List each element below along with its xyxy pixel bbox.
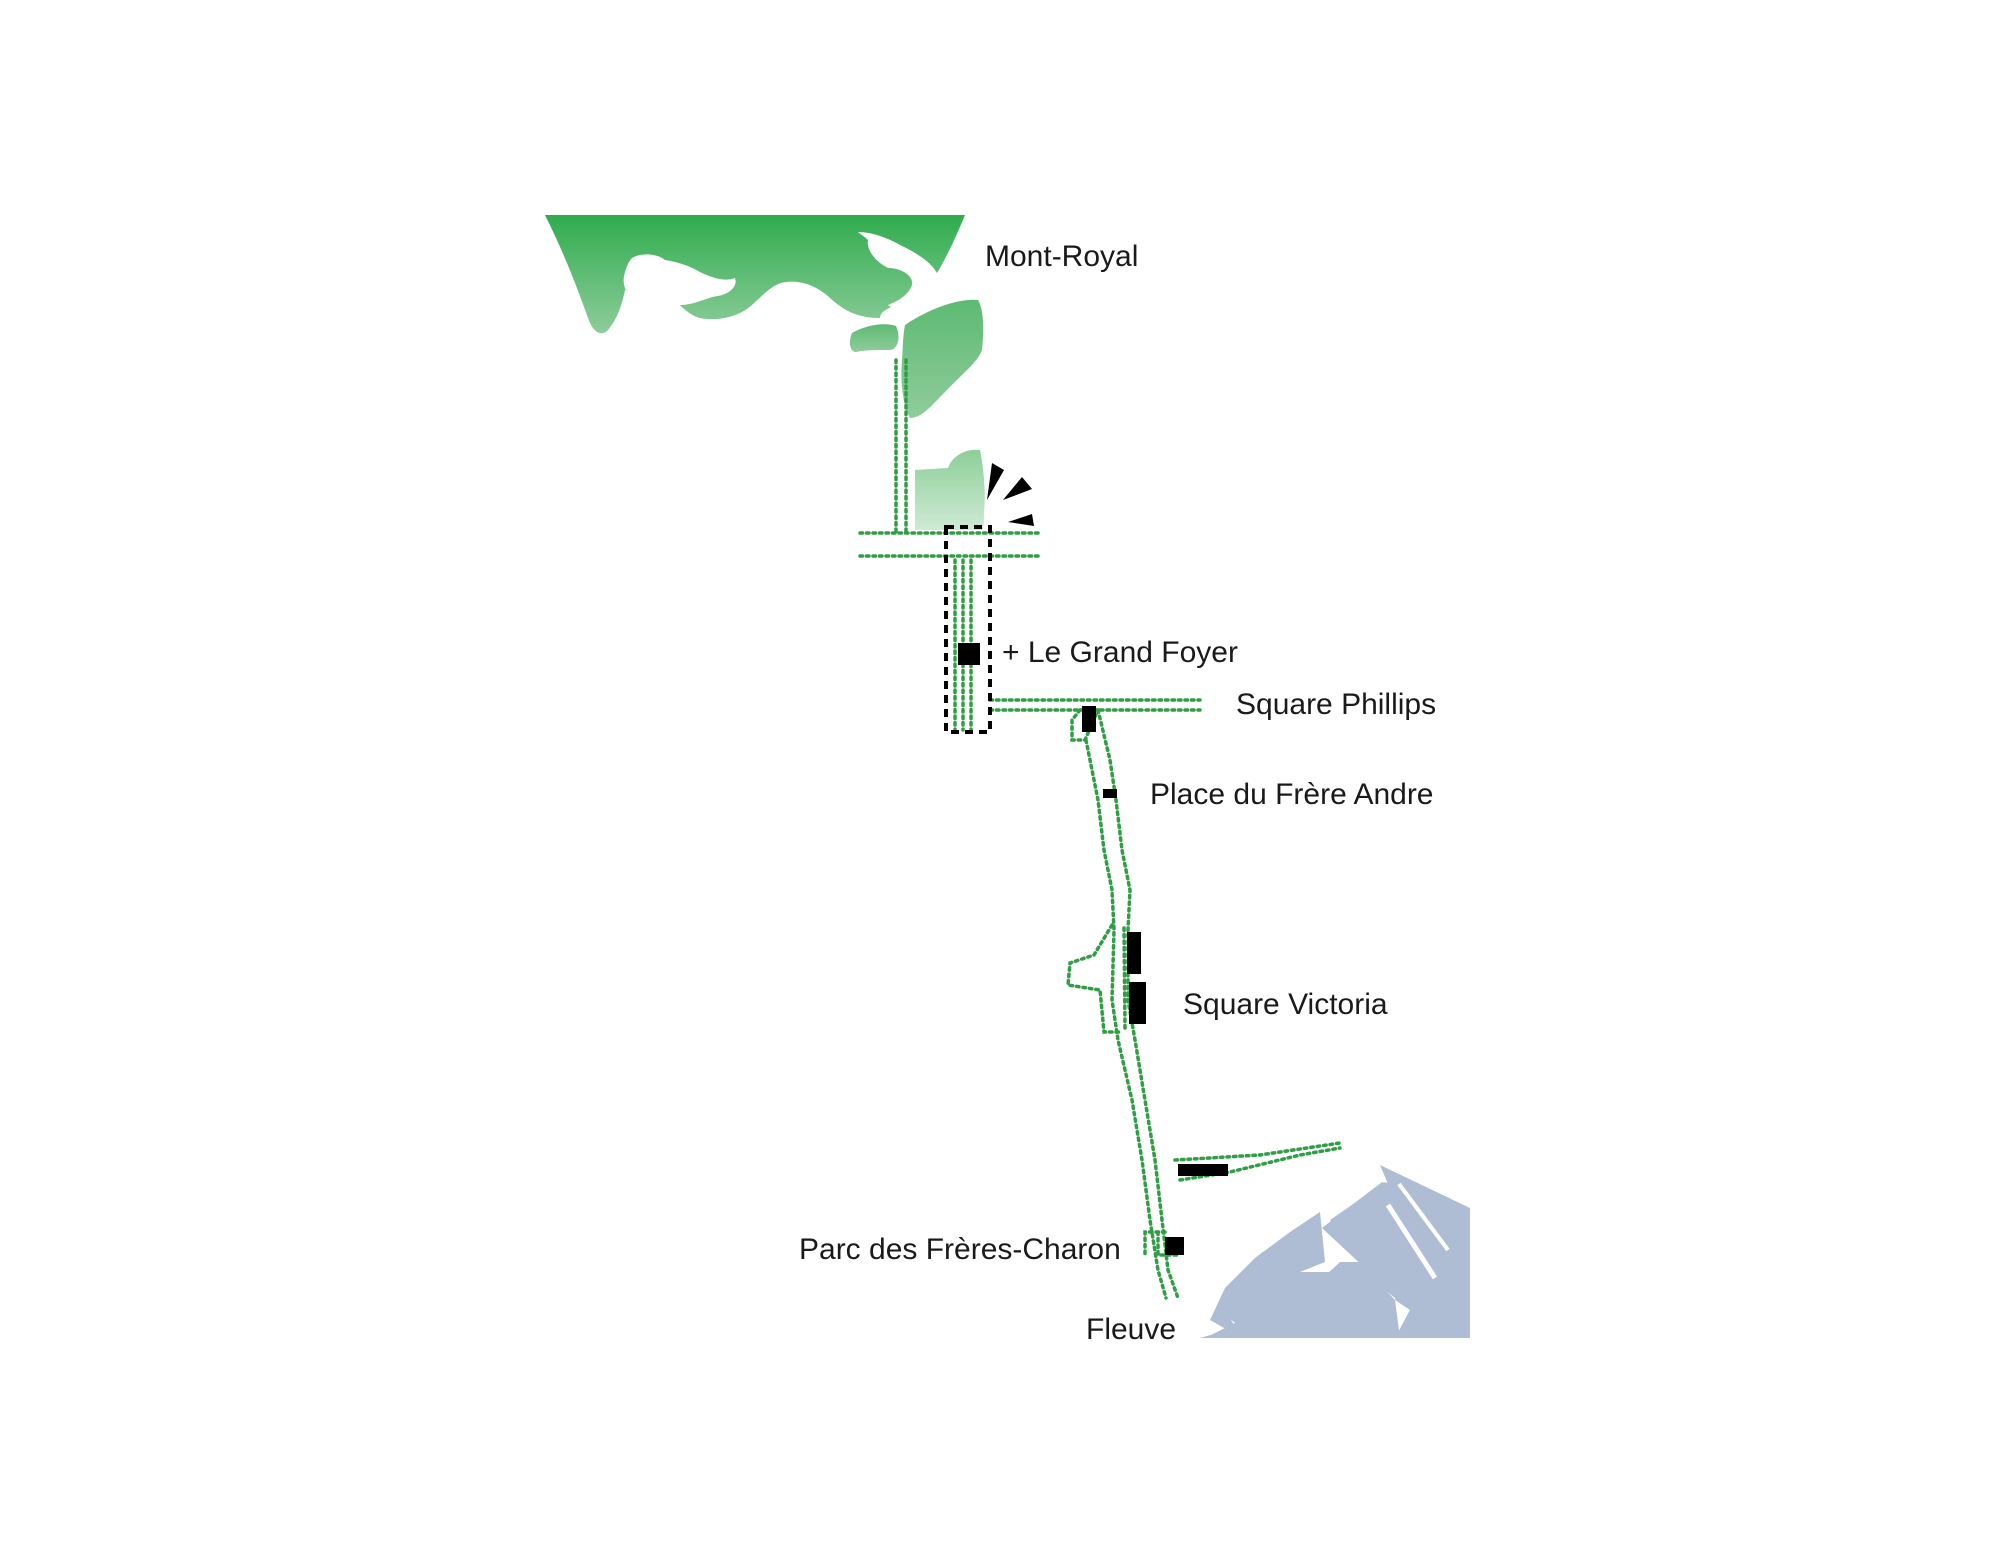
place-frere-andre-station — [1103, 789, 1117, 798]
spotlight-rays — [987, 463, 1034, 526]
east-spur-station — [1178, 1164, 1228, 1176]
pedestrian-route-network — [858, 358, 1342, 1300]
mont-royal-park — [545, 215, 985, 530]
square-victoria-station-south — [1129, 982, 1146, 1024]
square-victoria-station-north — [1127, 932, 1141, 974]
label-square-phillips: Square Phillips — [1236, 688, 1436, 721]
parc-freres-charon-station — [1165, 1237, 1184, 1255]
square-phillips-station — [1082, 706, 1096, 732]
grand-foyer-outline — [944, 525, 992, 734]
river-water — [1200, 1165, 1470, 1338]
label-parc-freres-charon: Parc des Frères-Charon — [799, 1233, 1121, 1266]
stations — [958, 643, 1228, 1255]
grand-foyer-station — [958, 643, 980, 665]
label-square-victoria: Square Victoria — [1183, 988, 1388, 1021]
label-grand-foyer: + Le Grand Foyer — [1002, 636, 1238, 669]
label-place-frere-andre: Place du Frère Andre — [1150, 778, 1434, 811]
label-fleuve: Fleuve — [1086, 1313, 1176, 1346]
label-mont-royal: Mont-Royal — [985, 240, 1138, 273]
